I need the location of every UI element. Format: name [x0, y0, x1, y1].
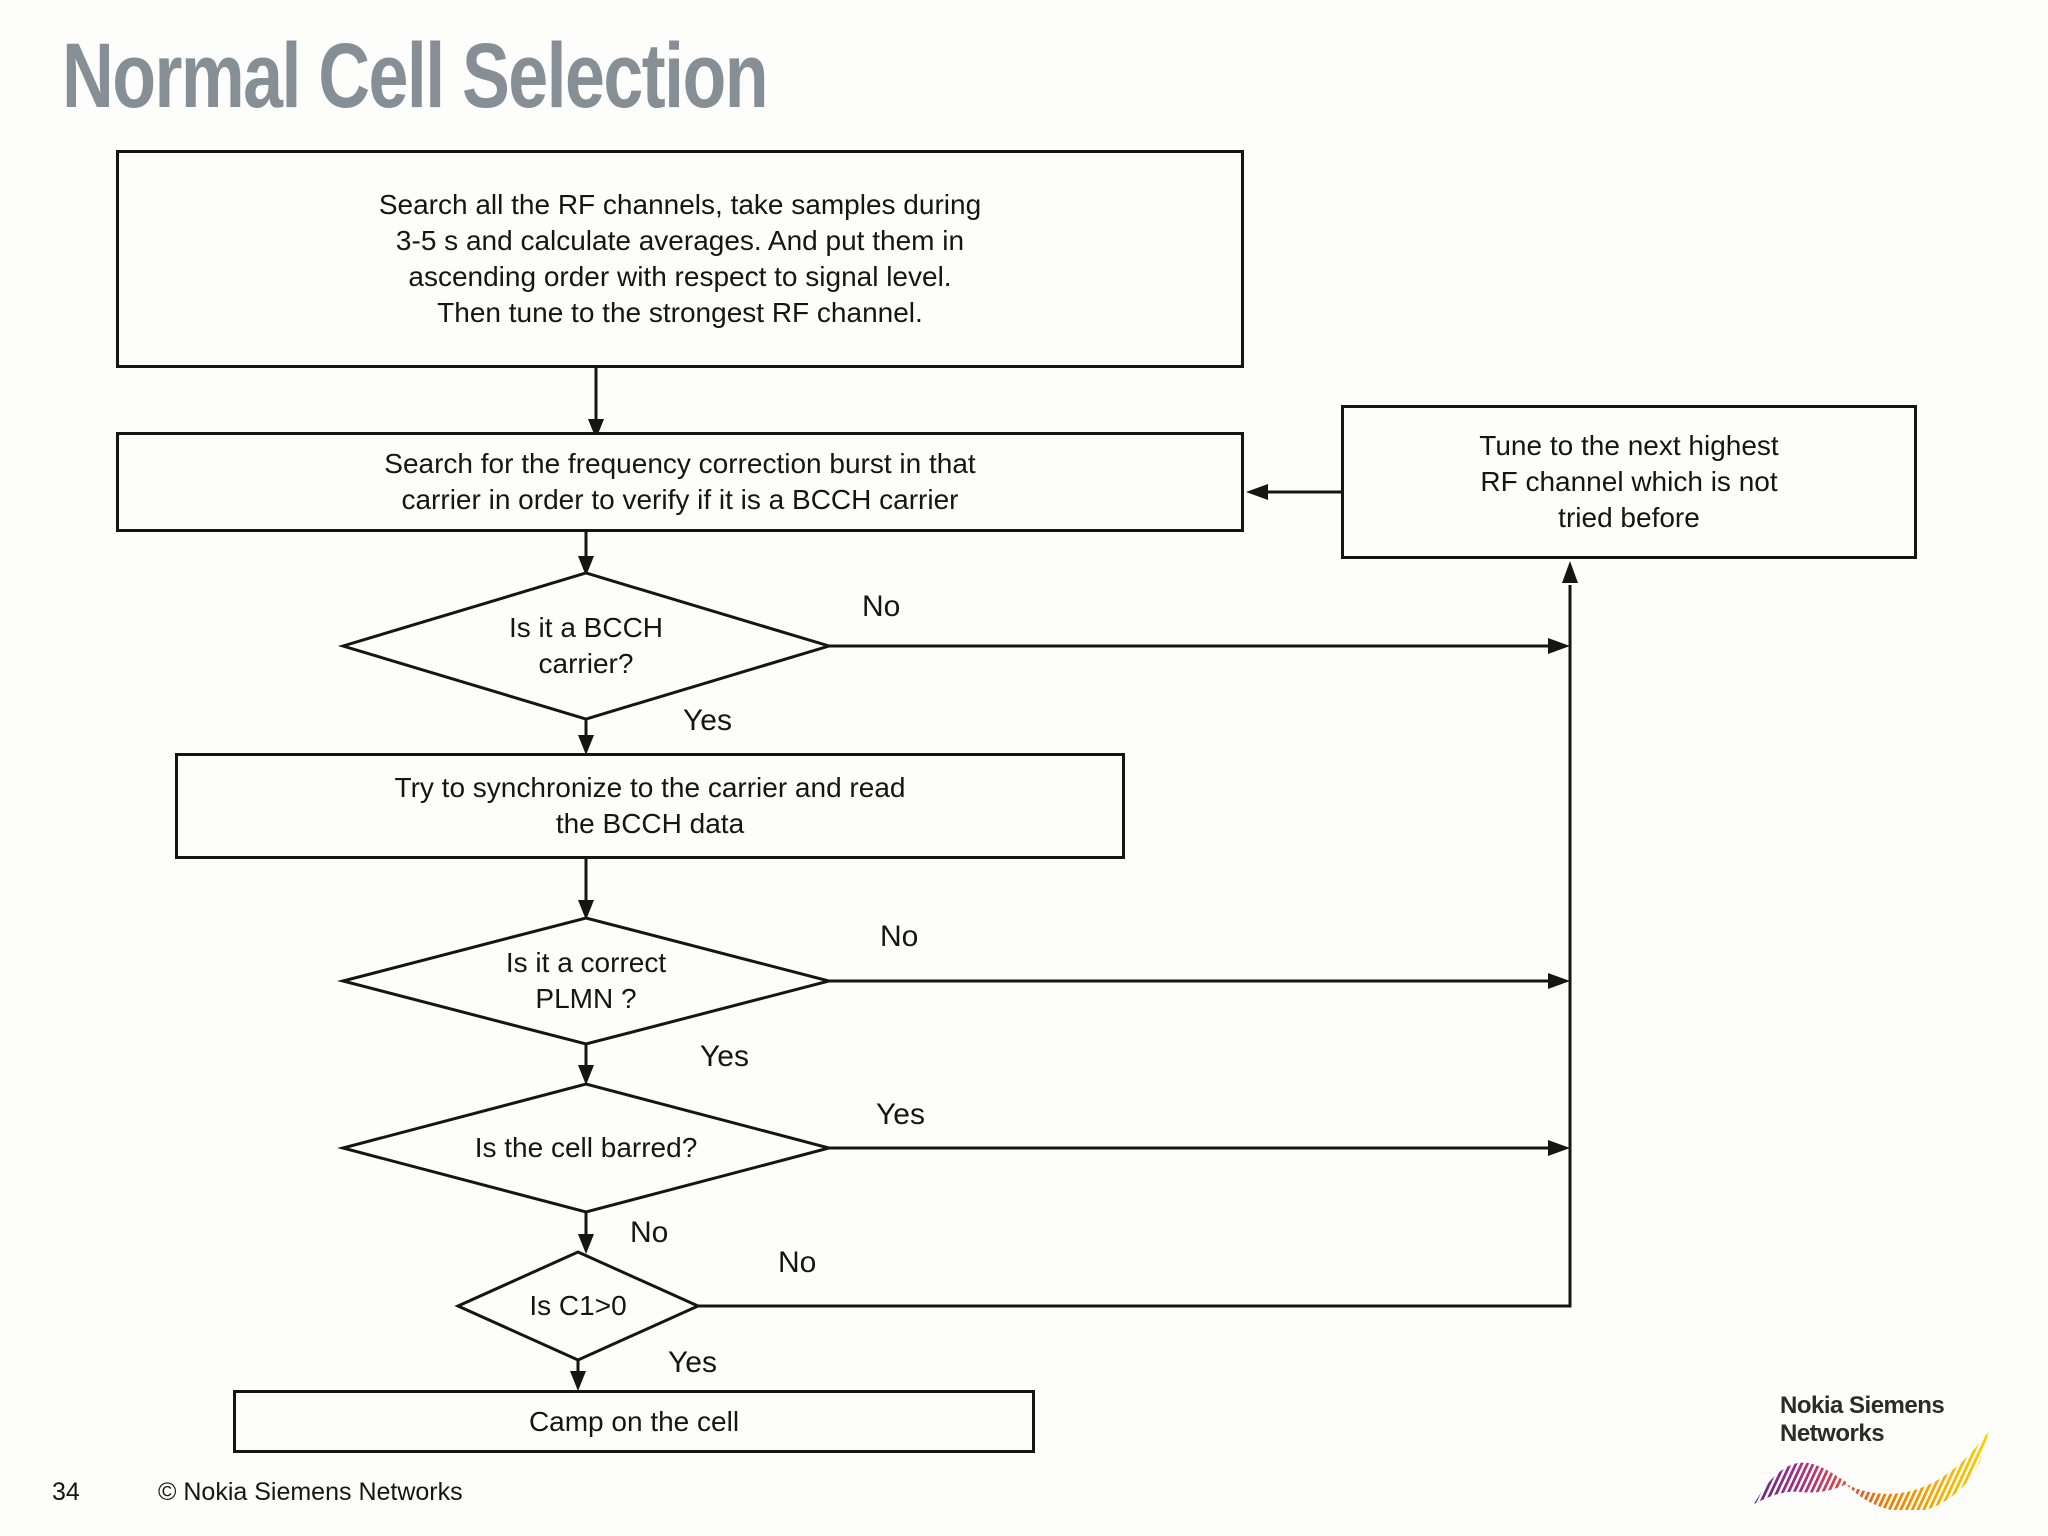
label-plmn-yes: Yes [700, 1040, 749, 1073]
label-bcch-yes: Yes [683, 704, 732, 737]
arrowhead-right-icon [1548, 1140, 1570, 1156]
decision-c1-shape [454, 1250, 702, 1362]
arrowhead-left-icon [1246, 484, 1268, 500]
arrowhead-down-icon [578, 1065, 594, 1085]
page-title: Normal Cell Selection [62, 25, 769, 127]
label-c1-no: No [778, 1246, 817, 1279]
arrowhead-down-icon [578, 735, 594, 755]
arrowhead-right-icon [1548, 973, 1570, 989]
page-number: 34 [52, 1478, 80, 1506]
copyright-text: © Nokia Siemens Networks [158, 1478, 463, 1506]
arrowhead-down-icon [588, 419, 604, 439]
label-barred-yes: Yes [876, 1098, 925, 1131]
label-barred-no: No [630, 1216, 669, 1249]
nokia-siemens-networks-logo-text: Nokia Siemens Networks [1780, 1392, 1945, 1447]
decision-barred-shape [337, 1082, 835, 1214]
arrowhead-down-icon [578, 1234, 594, 1254]
label-c1-yes: Yes [668, 1346, 717, 1379]
decision-bcch-shape [337, 571, 835, 721]
arrowhead-down-icon [578, 900, 594, 920]
decision-plmn-shape [337, 916, 835, 1046]
label-bcch-no: No [862, 590, 901, 623]
edge-c1-no-collector [698, 585, 1572, 1308]
label-plmn-no: No [880, 920, 919, 953]
process-camp-on-cell: Camp on the cell [233, 1390, 1035, 1453]
process-synchronize-read-bcch: Try to synchronize to the carrier and re… [175, 753, 1125, 859]
process-tune-next-channel: Tune to the next highest RF channel whic… [1341, 405, 1917, 559]
arrowhead-down-icon [570, 1371, 586, 1391]
arrowhead-up-icon [1562, 561, 1578, 583]
process-freq-correction-burst: Search for the frequency correction burs… [116, 432, 1244, 532]
arrowhead-down-icon [578, 556, 594, 576]
arrowhead-right-icon [1548, 638, 1570, 654]
nokia-siemens-wave-icon [1754, 1432, 1988, 1510]
process-search-rf-channels: Search all the RF channels, take samples… [116, 150, 1244, 368]
